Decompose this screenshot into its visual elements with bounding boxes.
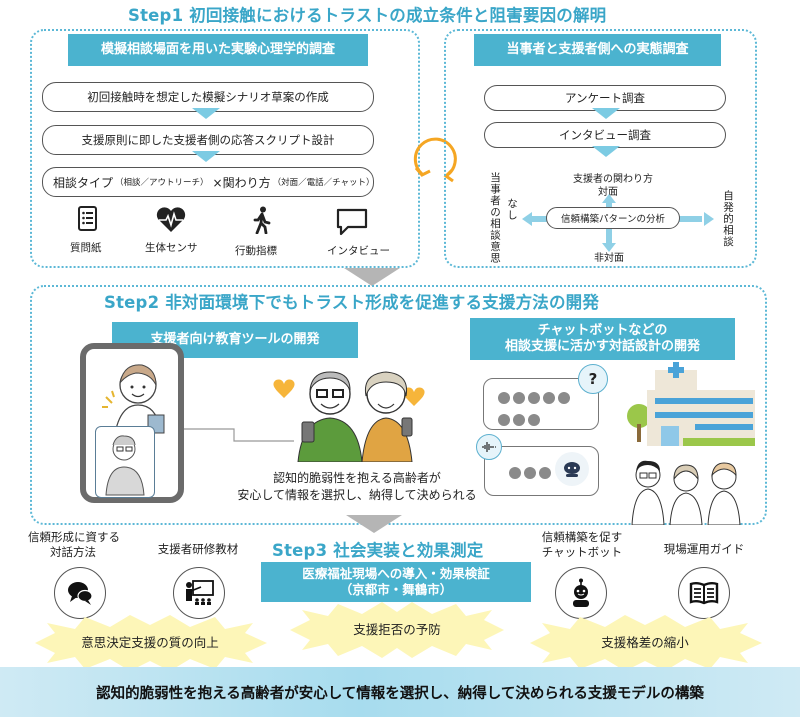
effect-burst-quality: 意思決定支援の質の向上 bbox=[25, 615, 275, 671]
dialogue-design-banner-line1: チャットボットなどの bbox=[537, 322, 668, 338]
trust-pattern-analysis-label: 信頼構築パターンの分析 bbox=[560, 214, 666, 225]
elderly-caption-line1: 認知的脆弱性を抱える高齢者が bbox=[273, 471, 441, 485]
flow-step-script-label: 支援原則に即した支援者側の応答スクリプト設計 bbox=[81, 133, 335, 147]
output-training-material-line1: 支援者研修教材 bbox=[157, 542, 239, 556]
flow-step-interview-label: インタビュー調査 bbox=[559, 128, 651, 142]
output-chatbot-line1: 信頼構築を促す bbox=[541, 530, 623, 544]
effect-disparity-label: 支援格差の縮小 bbox=[601, 635, 689, 650]
implementation-banner: 医療福祉現場への導入・効果検証 （京都市・舞鶴市） bbox=[261, 562, 531, 602]
question-badge: ? bbox=[578, 364, 608, 394]
flow-step-interview: インタビュー調査 bbox=[484, 122, 726, 148]
walking-person-icon bbox=[253, 206, 271, 238]
implementation-banner-line2: （京都市・舞鶴市） bbox=[339, 582, 453, 597]
heart-rate-icon bbox=[155, 207, 187, 237]
effect-refusal-label: 支援拒否の予防 bbox=[353, 622, 441, 637]
elderly-caption: 認知的脆弱性を抱える高齢者が 安心して情報を選択し、納得して決められる bbox=[232, 470, 482, 504]
flow-step-scenario-label: 初回接触時を想定した模擬シナリオ草案の作成 bbox=[87, 90, 329, 104]
involvement-label: ×関わり方 bbox=[212, 175, 271, 190]
flow-step-questionnaire-label: アンケート調査 bbox=[564, 91, 646, 105]
implementation-banner-line1: 医療福祉現場への導入・効果検証 bbox=[302, 566, 490, 582]
consult-type-label: 相談タイプ bbox=[53, 175, 114, 190]
survey-banner: 当事者と支援者側への実態調査 bbox=[474, 34, 721, 66]
output-guide-label: 現場運用ガイド bbox=[656, 541, 752, 557]
output-chatbot-line2: チャットボット bbox=[541, 545, 623, 559]
experiment-banner: 模擬相談場面を用いた実験心理学的調査 bbox=[68, 34, 368, 66]
flow-arrow bbox=[592, 146, 620, 157]
chatbot-robot-icon bbox=[555, 452, 589, 486]
output-dialogue-method-line2: 対話方法 bbox=[50, 545, 96, 559]
trust-pattern-analysis: 信頼構築パターンの分析 bbox=[546, 207, 680, 229]
step1-survey-box bbox=[444, 29, 757, 268]
education-tool-banner-label: 支援者向け教育ツールの開発 bbox=[150, 331, 320, 347]
goal-banner: 認知的脆弱性を抱える高齢者が安心して情報を選択し、納得して決められる支援モデルの… bbox=[0, 667, 800, 717]
chat-bubble-question bbox=[483, 378, 599, 430]
experiment-banner-label: 模擬相談場面を用いた実験心理学的調査 bbox=[100, 41, 335, 57]
axis-top-value: 対面 bbox=[598, 187, 618, 198]
elderly-couple-illustration bbox=[258, 362, 448, 466]
output-dialogue-method-line1: 信頼形成に資する bbox=[28, 530, 120, 544]
step2-title: Step2 非対面環境下でもトラスト形成を促進する支援方法の開発 bbox=[104, 293, 600, 312]
output-dialogue-method-label: 信頼形成に資する 対話方法 bbox=[28, 530, 120, 560]
bio-sensor-label: 生体センサ bbox=[145, 242, 198, 254]
flow-arrow bbox=[192, 108, 220, 119]
flow-step-type: 相談タイプ （相談／アウトリーチ） ×関わり方 （対面／電話／チャット） bbox=[42, 167, 375, 197]
axis-right-value: 自発的相談 bbox=[722, 190, 734, 248]
behavior-index-label: 行動指標 bbox=[235, 245, 277, 257]
survey-banner-label: 当事者と支援者側への実態調査 bbox=[506, 41, 689, 57]
medical-staff-illustration bbox=[628, 455, 748, 529]
robot-icon bbox=[555, 567, 607, 619]
output-training-material-label: 支援者研修教材 bbox=[150, 541, 246, 557]
flow-arrow bbox=[592, 108, 620, 119]
flow-arrow bbox=[192, 151, 220, 162]
effect-burst-refusal: 支援拒否の予防 bbox=[282, 602, 512, 658]
cycle-arrow-icon bbox=[410, 128, 470, 192]
output-guide-line1: 現場運用ガイド bbox=[663, 542, 745, 556]
axis-top-label: 支援者の関わり方 bbox=[573, 174, 653, 185]
elderly-caption-line2: 安心して情報を選択し、納得して決められる bbox=[237, 488, 477, 502]
consult-type-options: （相談／アウトリーチ） bbox=[115, 178, 209, 188]
axis-bottom-value: 非対面 bbox=[594, 253, 624, 264]
chat-bubbles-icon bbox=[54, 567, 106, 619]
connector-line bbox=[184, 425, 294, 449]
dialogue-design-banner: チャットボットなどの 相談支援に活かす対話設計の開発 bbox=[470, 318, 735, 360]
training-icon bbox=[173, 567, 225, 619]
involvement-options: （対面／電話／チャット） bbox=[272, 178, 375, 188]
voice-wave-icon bbox=[476, 434, 502, 460]
step-transition-arrow bbox=[344, 268, 400, 286]
questionnaire-icon bbox=[77, 206, 99, 236]
book-icon bbox=[678, 567, 730, 619]
goal-banner-label: 認知的脆弱性を抱える高齢者が安心して情報を選択し、納得して決められる支援モデルの… bbox=[96, 685, 704, 702]
question-mark-icon: ? bbox=[588, 370, 598, 388]
questionnaire-label: 質問紙 bbox=[70, 242, 102, 254]
speech-bubble-icon bbox=[335, 208, 369, 240]
output-chatbot-label: 信頼構築を促す チャットボット bbox=[534, 530, 630, 560]
interview-label: インタビュー bbox=[327, 245, 390, 257]
hospital-illustration bbox=[625, 360, 755, 454]
video-call-elder-frame bbox=[95, 426, 155, 498]
dialogue-design-banner-line2: 相談支援に活かす対話設計の開発 bbox=[504, 339, 700, 354]
step1-title: Step1 初回接触におけるトラストの成立条件と阻害要因の解明 bbox=[128, 6, 607, 25]
step3-title: Step3 社会実装と効果測定 bbox=[272, 541, 484, 560]
axis-left-label: 当事者の相談意思 bbox=[489, 172, 501, 264]
education-tool-banner: 支援者向け教育ツールの開発 bbox=[112, 322, 358, 358]
effect-quality-label: 意思決定支援の質の向上 bbox=[81, 635, 219, 650]
step-transition-arrow bbox=[346, 515, 402, 533]
effect-burst-disparity: 支援格差の縮小 bbox=[520, 615, 770, 671]
axis-left-value: なし bbox=[506, 198, 518, 221]
